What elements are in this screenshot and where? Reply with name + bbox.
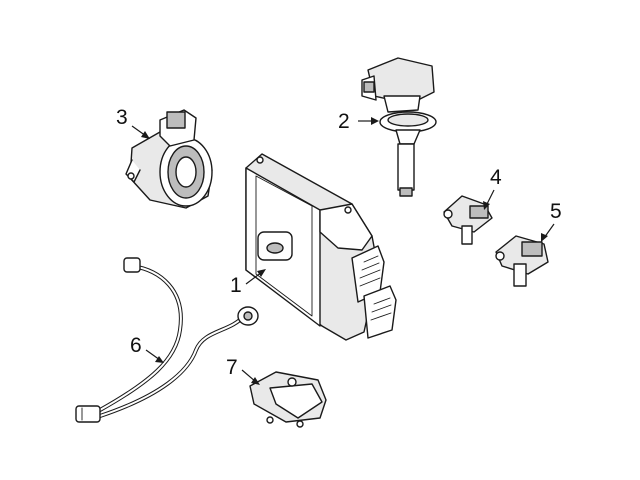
part-5-sensor[interactable] <box>495 235 549 287</box>
callout-6-label: 6 <box>130 334 142 357</box>
callout-2: 2 <box>338 110 379 133</box>
part-7-sensor[interactable] <box>249 371 327 428</box>
callout-4: 4 <box>483 166 502 210</box>
part-6-wiring-harness[interactable] <box>75 257 259 423</box>
part-3-air-flow-sensor[interactable] <box>125 109 213 209</box>
callout-6: 6 <box>130 334 164 363</box>
part-4-sensor[interactable] <box>443 195 493 245</box>
callout-3-label: 3 <box>116 106 128 129</box>
callout-1-label: 1 <box>230 274 242 297</box>
callout-3: 3 <box>116 106 150 139</box>
callout-7: 7 <box>226 356 260 385</box>
callout-7-label: 7 <box>226 356 238 379</box>
part-2-ignition-coil[interactable] <box>361 57 437 197</box>
callout-1: 1 <box>230 269 266 297</box>
callout-5-label: 5 <box>550 200 562 223</box>
callout-2-label: 2 <box>338 110 350 133</box>
callout-5: 5 <box>541 200 562 242</box>
callout-4-label: 4 <box>490 166 502 189</box>
part-1-engine-control-module[interactable] <box>245 153 397 341</box>
